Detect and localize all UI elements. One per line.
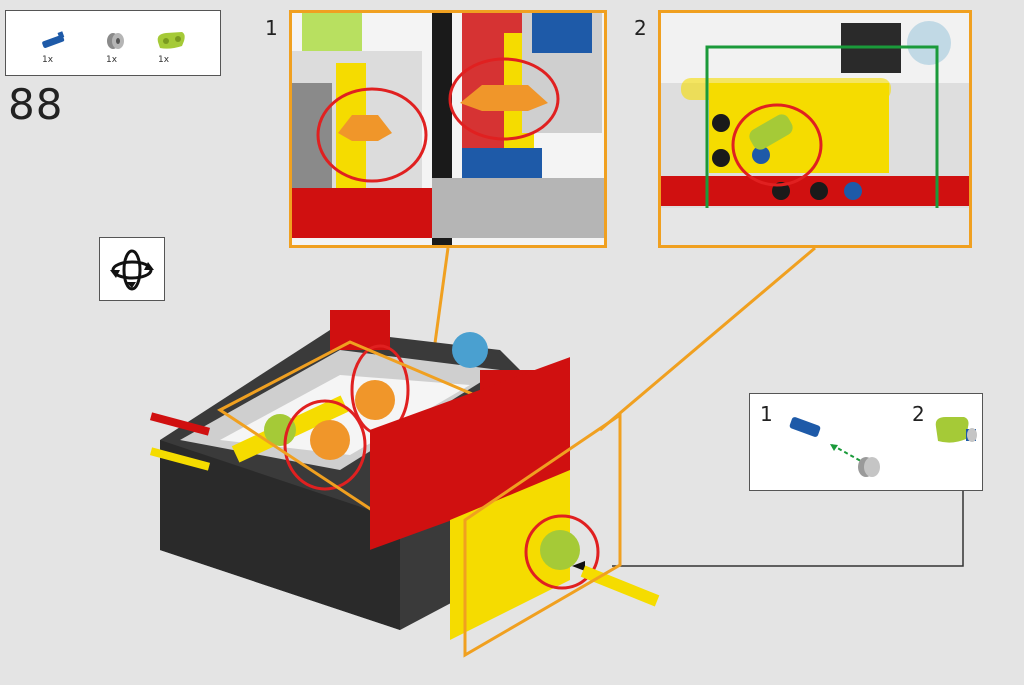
callout-label: 1 xyxy=(265,16,278,40)
step-number: 88 xyxy=(8,80,64,129)
part-qty: 1x xyxy=(158,55,170,65)
rotate-model-icon xyxy=(110,249,154,291)
main-model-illustration xyxy=(150,310,660,658)
part-qty: 1x xyxy=(42,55,54,65)
sub-step-2-illustration xyxy=(935,417,977,443)
part-qty: 1x xyxy=(106,55,118,65)
lime-beam-connector-icon xyxy=(157,32,185,49)
zoom-detail-2 xyxy=(661,13,969,245)
sub-step-label: 1 xyxy=(760,402,773,426)
sub-step-box: 1 2 xyxy=(749,393,983,491)
callout-zoom-1 xyxy=(289,10,607,248)
rotate-model-indicator xyxy=(99,237,165,301)
sub-step-1-illustration xyxy=(789,417,880,477)
blue-axle-pin-icon xyxy=(42,31,65,48)
callout-zoom-2 xyxy=(658,10,972,248)
sub-step-label: 2 xyxy=(912,402,925,426)
zoom-detail-1 xyxy=(292,13,604,245)
callout-label: 2 xyxy=(634,16,647,40)
gray-bush-icon xyxy=(107,33,124,49)
parts-list: 1x 1x 1x xyxy=(5,10,221,76)
